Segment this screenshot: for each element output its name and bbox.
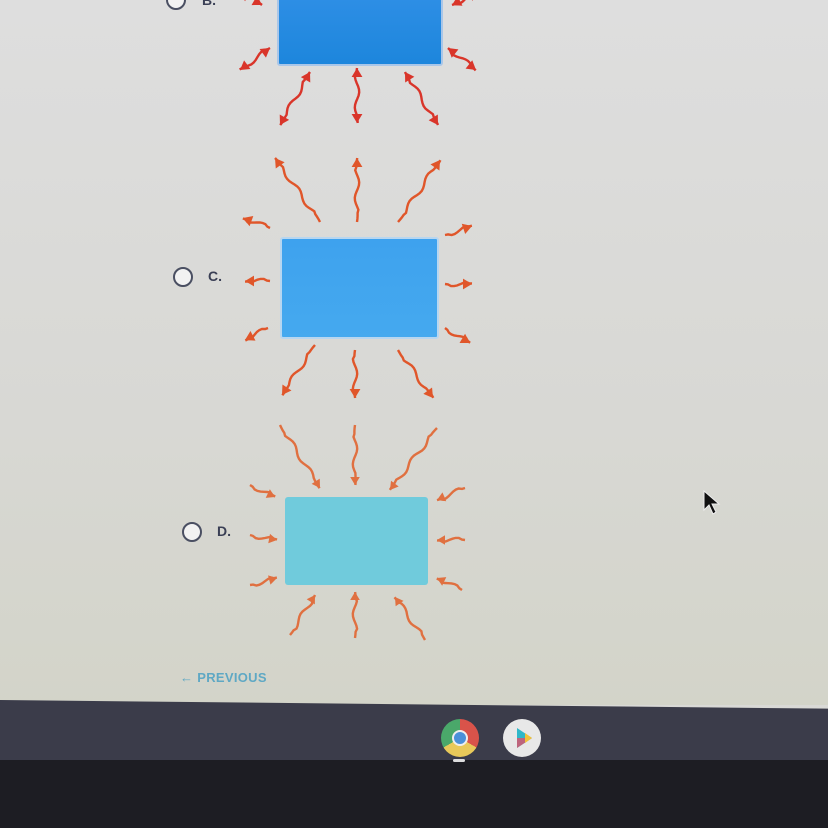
arrowhead — [463, 278, 472, 290]
arrowhead — [390, 480, 399, 490]
arrowhead — [405, 72, 415, 83]
arrowhead — [395, 597, 404, 607]
previous-label: PREVIOUS — [197, 670, 267, 685]
arrowhead — [275, 158, 285, 169]
arrowhead — [350, 592, 360, 600]
radio-option-d[interactable] — [182, 522, 202, 542]
option-d-label: D. — [217, 523, 231, 539]
arrowhead — [245, 275, 254, 287]
arrowhead — [350, 477, 360, 485]
arrowhead — [461, 223, 472, 234]
arrowhead — [437, 535, 445, 545]
arrowhead — [428, 114, 438, 125]
arrowhead — [471, 0, 473, 1]
option-d-box — [285, 497, 428, 585]
option-c-arrow — [353, 157, 361, 223]
taskbar — [0, 700, 828, 769]
option-c-arrow — [274, 157, 322, 223]
heat-arrows — [238, 0, 477, 641]
option-b-label: B. — [202, 0, 216, 8]
option-c-label: C. — [208, 268, 222, 284]
option-c-arrow — [397, 159, 442, 223]
arrowhead — [437, 577, 447, 586]
radio-option-c[interactable] — [173, 267, 193, 287]
question-page — [0, 0, 828, 705]
option-d-arrow — [278, 424, 321, 489]
arrowhead — [251, 0, 262, 6]
option-c-box — [280, 237, 439, 339]
option-d-arrow — [388, 427, 438, 491]
arrowhead — [452, 0, 463, 6]
arrowhead — [423, 387, 433, 398]
arrowhead — [430, 160, 440, 171]
arrowhead — [465, 60, 476, 70]
option-b-arrow — [353, 67, 361, 124]
option-c-arrow — [396, 349, 435, 399]
option-d-arrow — [351, 424, 359, 486]
previous-button[interactable]: ← PREVIOUS — [180, 670, 267, 685]
arrowhead — [437, 492, 447, 502]
option-b-arrow — [279, 71, 311, 126]
option-b-arrow — [403, 71, 440, 126]
arrowhead — [279, 114, 290, 125]
option-d-arrow — [393, 596, 427, 641]
arrowhead — [300, 72, 311, 83]
option-c-arrow — [281, 344, 316, 396]
arrowhead — [448, 48, 459, 58]
arrowhead — [282, 384, 292, 395]
play-store-icon[interactable] — [503, 719, 541, 757]
chrome-active-indicator — [453, 759, 465, 762]
arrowhead — [349, 389, 361, 398]
arrowhead — [268, 575, 277, 585]
arrowhead — [459, 333, 470, 343]
arrowhead — [259, 48, 270, 58]
chrome-icon[interactable] — [441, 719, 479, 757]
mouse-cursor-icon — [703, 490, 721, 515]
arrowhead — [245, 331, 256, 341]
screen-bezel — [0, 760, 828, 828]
arrowhead — [244, 0, 246, 2]
arrowhead — [351, 68, 363, 77]
arrowhead — [311, 478, 320, 488]
arrowhead — [351, 114, 363, 123]
arrow-left-icon: ← — [180, 670, 198, 685]
arrowhead — [268, 533, 277, 544]
arrowhead — [306, 595, 315, 605]
arrowhead — [351, 158, 363, 167]
option-b-box — [277, 0, 443, 66]
arrowhead — [243, 216, 254, 227]
arrowhead — [265, 489, 275, 498]
arrowhead — [240, 60, 251, 70]
